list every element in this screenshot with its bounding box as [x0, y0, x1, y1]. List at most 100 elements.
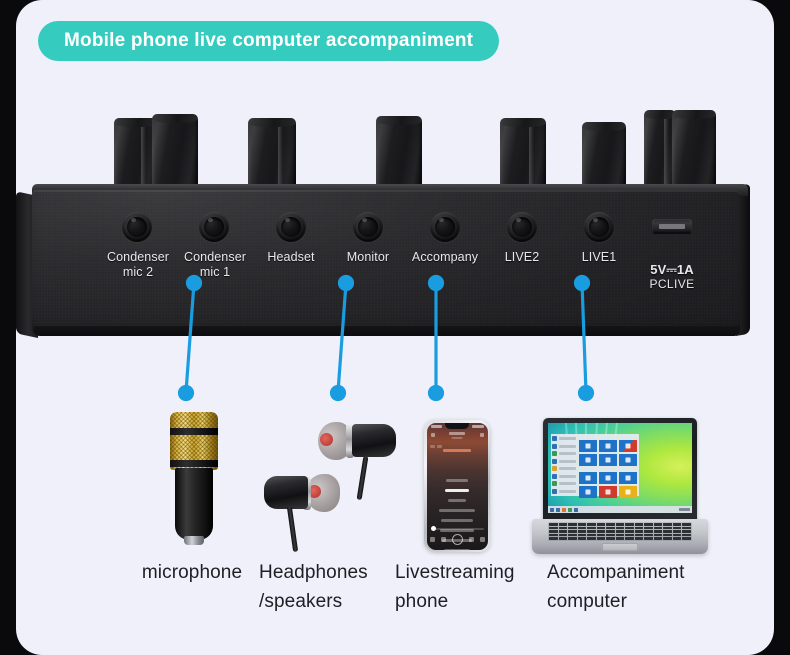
phone-loop-button[interactable]	[429, 536, 435, 542]
port-label-pclive: 5V⎓1A PCLIVE	[624, 248, 720, 306]
lyric-line	[448, 499, 466, 502]
earbud-right-ring	[346, 424, 354, 458]
phone-next-button[interactable]	[468, 536, 474, 542]
port-condenser-mic-1[interactable]	[199, 212, 229, 242]
start-menu-item[interactable]	[552, 443, 576, 449]
phone-playlist-button[interactable]	[479, 536, 485, 542]
phone-song-artist	[451, 436, 463, 439]
start-tile[interactable]	[619, 454, 637, 466]
port-label-headset: Headset	[267, 250, 315, 264]
laptop-keyboard[interactable]	[548, 522, 692, 541]
knob-6[interactable]	[582, 122, 626, 190]
app-label	[559, 482, 576, 485]
phone-carrier-indicator	[430, 424, 442, 428]
knob-1[interactable]	[114, 118, 158, 190]
start-menu-item[interactable]	[552, 466, 576, 471]
app-label	[559, 467, 576, 470]
app-icon	[552, 443, 557, 449]
microphone-band-top	[170, 428, 218, 435]
port-label-pclive-sub: PCLIVE	[649, 277, 695, 291]
device-front-panel: Condenser mic 2 Condenser mic 1 Headset …	[32, 190, 740, 335]
app-icon	[552, 458, 557, 464]
port-monitor[interactable]	[353, 212, 383, 242]
laptop-screen	[548, 423, 692, 513]
phone-player-topbar	[430, 431, 484, 442]
taskbar-app-icon[interactable]	[568, 507, 572, 512]
laptop-lid	[543, 418, 697, 522]
keyboard-row	[549, 526, 691, 530]
start-tile[interactable]	[579, 454, 597, 466]
knob-2[interactable]	[152, 114, 198, 190]
port-condenser-mic-2[interactable]	[122, 212, 152, 242]
start-menu-tiles	[577, 434, 639, 498]
page-title: Mobile phone live computer accompaniment	[64, 30, 474, 51]
keyboard-row	[549, 523, 691, 526]
start-tile[interactable]	[619, 440, 637, 452]
keyboard-row	[549, 537, 691, 540]
phone-active-lyric-highlight	[443, 448, 471, 452]
start-tile[interactable]	[599, 486, 617, 498]
start-button-icon[interactable]	[550, 507, 554, 512]
knob-4[interactable]	[376, 116, 422, 190]
port-label-live2: LIVE2	[504, 250, 540, 264]
start-menu-item[interactable]	[552, 488, 576, 494]
app-label	[559, 474, 576, 478]
start-menu-item[interactable]	[552, 473, 576, 479]
page-title-pill: Mobile phone live computer accompaniment	[38, 21, 500, 61]
port-headset[interactable]	[276, 212, 306, 242]
phone-progress-bar[interactable]	[430, 526, 484, 531]
port-label-condenser-mic-1: Condenser mic 1	[183, 250, 247, 279]
phone-badge-2	[436, 444, 442, 448]
app-icon	[552, 473, 557, 479]
laptop-trackpad[interactable]	[602, 543, 638, 551]
start-tile[interactable]	[619, 472, 637, 484]
start-tile[interactable]	[619, 486, 637, 498]
lyric-line	[444, 549, 470, 550]
start-tile[interactable]	[599, 454, 617, 466]
microphone-base-connector	[184, 536, 204, 545]
phone-song-title	[449, 431, 465, 435]
port-label-condenser-mic-2: Condenser mic 2	[106, 250, 170, 279]
port-micro-usb-pclive[interactable]	[652, 219, 692, 234]
app-icon	[552, 466, 557, 471]
start-tile[interactable]	[579, 486, 597, 498]
port-live1[interactable]	[584, 212, 614, 242]
phone-play-button[interactable]	[451, 533, 463, 545]
taskbar-app-icon[interactable]	[574, 507, 578, 512]
search-icon[interactable]	[556, 507, 560, 512]
content-canvas: Mobile phone live computer accompaniment	[16, 0, 774, 655]
windows-start-menu[interactable]	[551, 434, 639, 498]
phone-previous-button[interactable]	[440, 536, 446, 542]
port-accompany[interactable]	[430, 212, 460, 242]
microphone-body	[175, 468, 213, 540]
earbud-left-tip	[306, 474, 340, 512]
app-label	[559, 437, 576, 440]
port-label-live1: LIVE1	[581, 250, 617, 264]
start-menu-item[interactable]	[552, 458, 576, 464]
start-menu-item[interactable]	[552, 481, 576, 486]
start-tile[interactable]	[579, 440, 597, 452]
start-tile[interactable]	[579, 472, 597, 484]
keyboard-row	[549, 530, 691, 533]
windows-taskbar	[548, 506, 692, 513]
phone-notch	[445, 422, 469, 429]
start-menu-item[interactable]	[552, 436, 576, 441]
caption-phone: Livestreaming phone	[395, 562, 515, 612]
port-live2[interactable]	[507, 212, 537, 242]
phone-badge-1	[429, 444, 435, 448]
start-tile[interactable]	[599, 472, 617, 484]
knob-7[interactable]	[644, 110, 676, 190]
start-tile[interactable]	[599, 440, 617, 452]
phone-battery-indicator	[471, 424, 484, 428]
knob-8[interactable]	[672, 110, 716, 190]
app-label	[559, 489, 576, 493]
start-menu-item[interactable]	[552, 451, 576, 456]
knob-3[interactable]	[248, 118, 296, 190]
taskbar-app-icon[interactable]	[562, 507, 566, 512]
knob-5[interactable]	[500, 118, 546, 190]
phone-share-icon[interactable]	[479, 432, 484, 437]
app-icon	[552, 436, 557, 441]
product-image-headphones	[264, 418, 396, 553]
phone-back-icon[interactable]	[430, 432, 435, 437]
phone-screen	[426, 422, 488, 550]
